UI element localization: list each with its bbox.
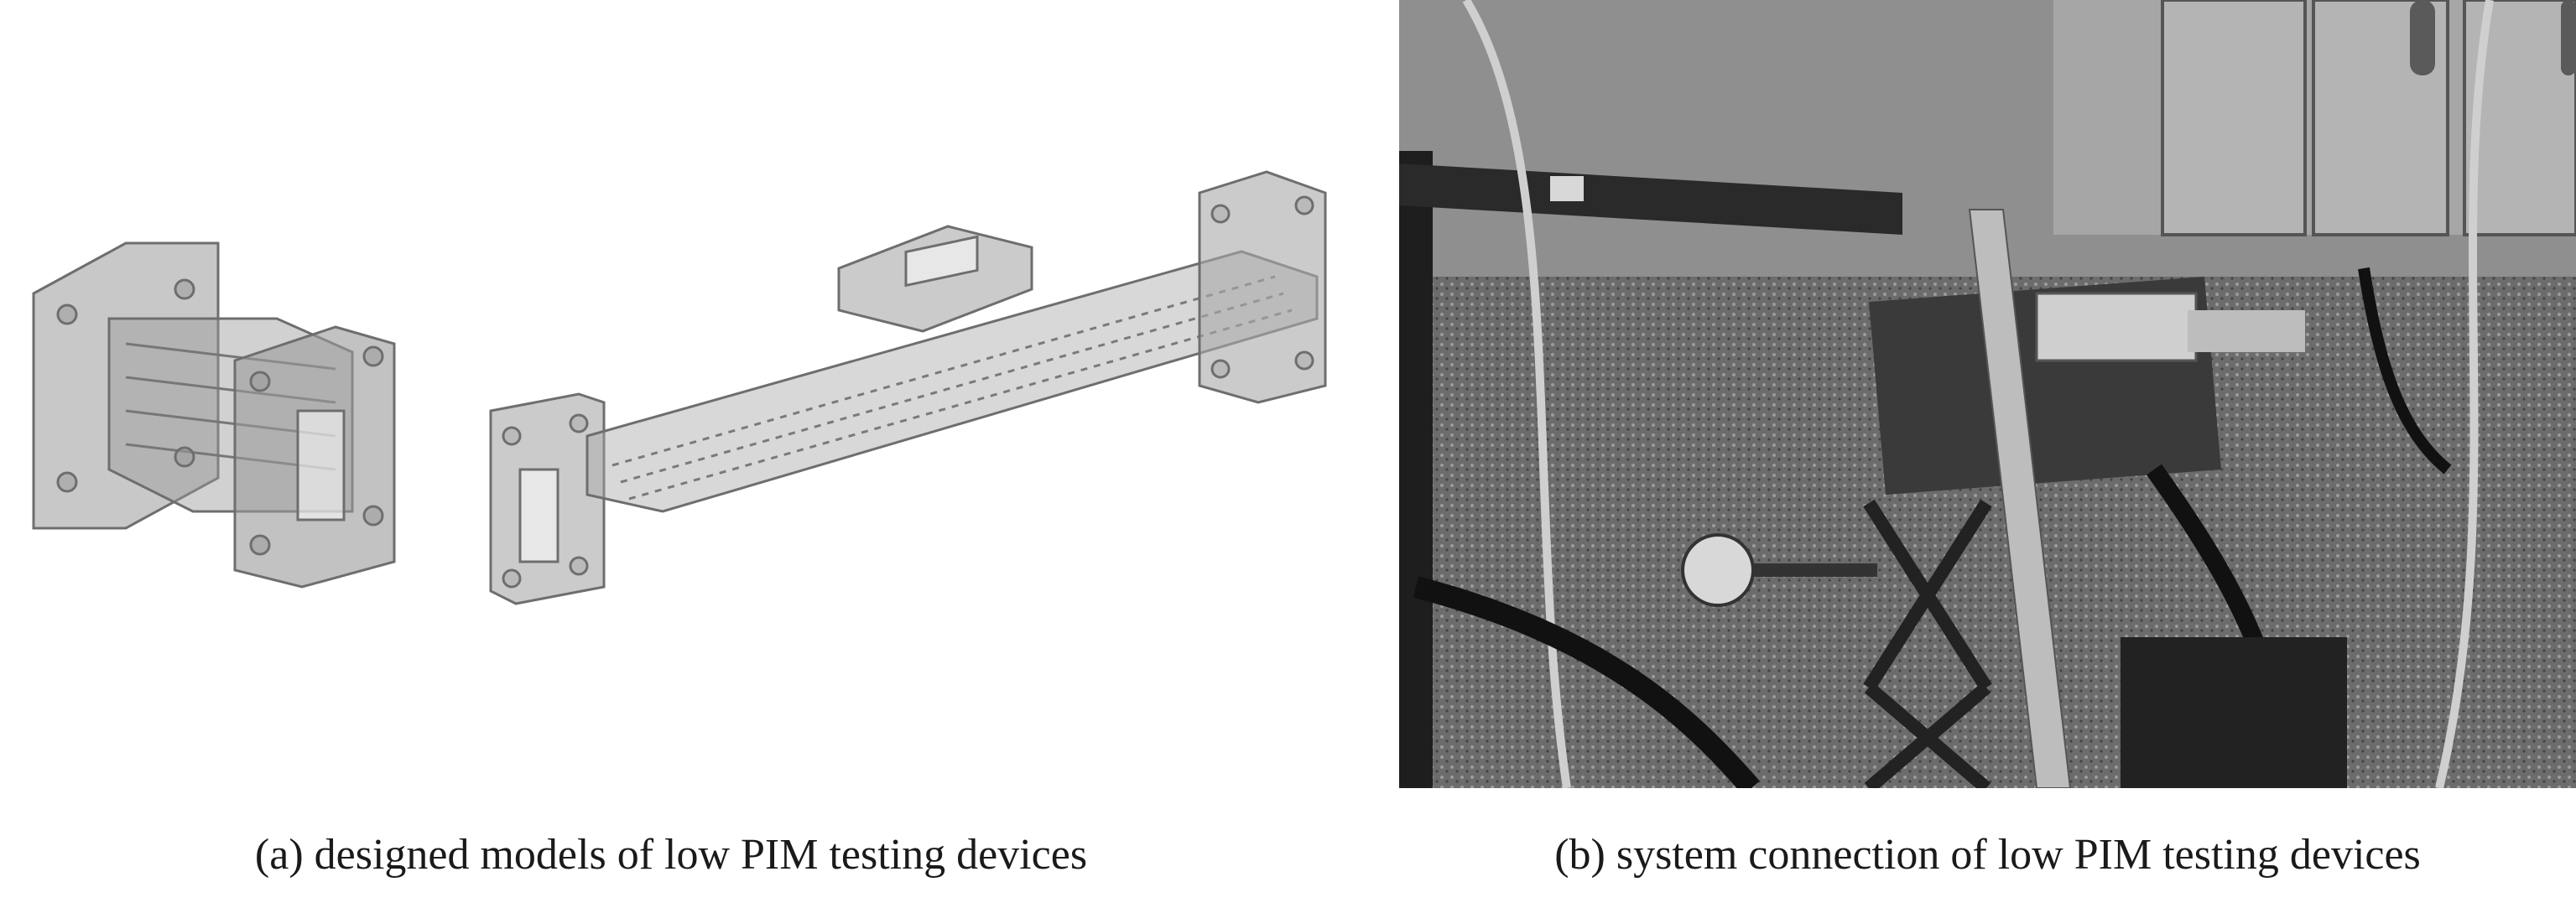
- panel-a-cad-models: [0, 0, 1392, 788]
- equipment-box: [2121, 637, 2347, 788]
- lab-photo: [1399, 0, 2576, 788]
- long-waveguide-device: [489, 170, 1327, 605]
- device-under-test: [2035, 292, 2198, 362]
- short-waveguide-device: [32, 241, 396, 589]
- scissor-lift: [1863, 499, 1992, 788]
- flex-waveguide: [1968, 209, 2072, 788]
- cable-dark: [1413, 576, 1760, 788]
- cabinet-handle-icon: [2410, 0, 2435, 75]
- caption-panel-a: (a) designed models of low PIM testing d…: [254, 831, 1088, 879]
- caption-panel-b: (b) system connection of low PIM testing…: [1554, 831, 2421, 879]
- panel-b-lab-photo: [1399, 0, 2576, 788]
- cable-light: [1462, 0, 1571, 788]
- adjust-knob-icon: [1681, 533, 1755, 607]
- cad-model-drawing: [32, 170, 1327, 605]
